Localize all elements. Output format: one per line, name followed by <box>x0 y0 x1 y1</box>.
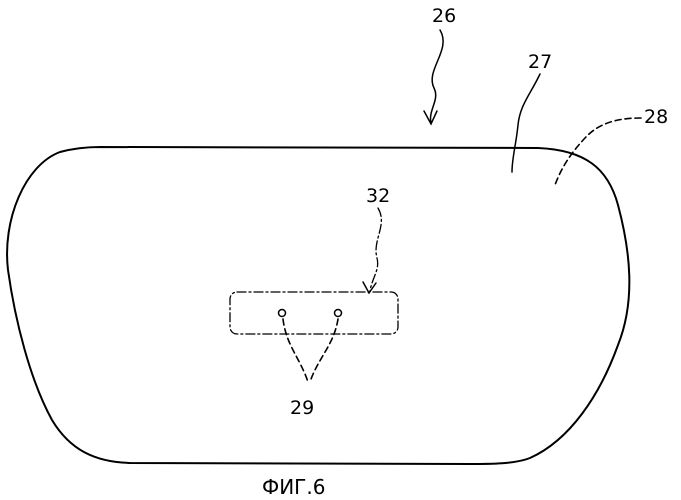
leader-29-left <box>283 319 308 382</box>
contact-point-right <box>335 310 342 317</box>
label-27: 27 <box>528 51 552 73</box>
figure-caption: ФИГ.6 <box>262 475 325 499</box>
leader-29-right <box>310 319 338 382</box>
body-outline <box>7 147 629 464</box>
label-26: 26 <box>432 5 456 27</box>
leader-32 <box>370 208 381 291</box>
contact-point-left <box>279 310 286 317</box>
leader-26 <box>431 30 444 123</box>
leader-27 <box>512 74 540 172</box>
label-28: 28 <box>644 106 668 128</box>
label-32: 32 <box>366 185 390 207</box>
label-29: 29 <box>290 397 314 419</box>
sensor-area-outline <box>230 292 398 334</box>
